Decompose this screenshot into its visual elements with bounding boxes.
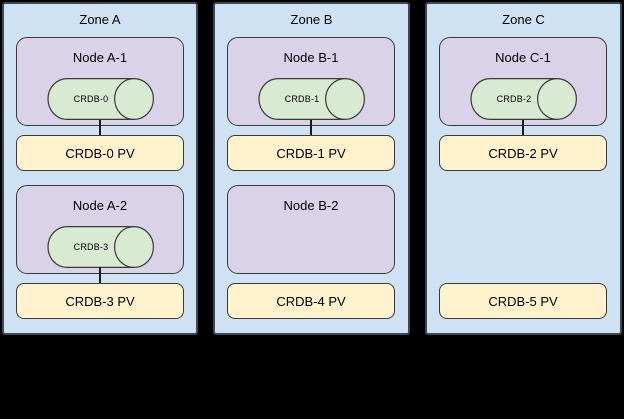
node-a-2-label: Node A-2 bbox=[72, 198, 128, 213]
crdb-3-cylinder: CRDB-3 bbox=[47, 226, 154, 268]
zone-c-title: Zone C bbox=[502, 12, 545, 27]
crdb-1-label: CRDB-1 bbox=[284, 94, 320, 104]
node-a-1: Node A-1 CRDB-0 bbox=[16, 37, 184, 126]
database-cylinder-icon bbox=[258, 78, 365, 120]
crdb-1-pv-box: CRDB-1 PV bbox=[227, 135, 395, 171]
zone-a: Zone A Node A-1 CRDB-0 CRDB-0 PV Node A-… bbox=[2, 2, 198, 335]
crdb-2-cylinder: CRDB-2 bbox=[470, 78, 577, 120]
node-a-1-label: Node A-1 bbox=[72, 50, 128, 65]
crdb-4-pv-label: CRDB-4 PV bbox=[276, 293, 346, 309]
crdb-3-pv-box: CRDB-3 PV bbox=[16, 283, 184, 319]
zone-b: Zone B Node B-1 CRDB-1 CRDB-1 PV Node B-… bbox=[213, 2, 410, 335]
crdb-5-pv-box: CRDB-5 PV bbox=[439, 283, 607, 319]
crdb-5-pv-label: CRDB-5 PV bbox=[488, 293, 558, 309]
connector-line bbox=[522, 120, 524, 135]
crdb-2-pv-label: CRDB-2 PV bbox=[488, 145, 558, 161]
node-c-1: Node C-1 CRDB-2 bbox=[439, 37, 607, 126]
node-b-1: Node B-1 CRDB-1 bbox=[227, 37, 395, 126]
zone-a-title: Zone A bbox=[79, 12, 121, 27]
database-cylinder-icon bbox=[47, 78, 154, 120]
node-b-2-label: Node B-2 bbox=[283, 198, 339, 213]
crdb-4-pv-box: CRDB-4 PV bbox=[227, 283, 395, 319]
connector-line bbox=[99, 267, 101, 283]
crdb-0-pv-label: CRDB-0 PV bbox=[65, 145, 135, 161]
crdb-0-cylinder: CRDB-0 bbox=[47, 78, 154, 120]
zone-b-title: Zone B bbox=[290, 12, 333, 27]
database-cylinder-icon bbox=[470, 78, 577, 120]
connector-line bbox=[310, 120, 312, 135]
node-b-1-label: Node B-1 bbox=[283, 50, 339, 65]
crdb-1-cylinder: CRDB-1 bbox=[258, 78, 365, 120]
zone-c: Zone C Node C-1 CRDB-2 CRDB-2 PV CRDB-5 … bbox=[425, 2, 622, 335]
crdb-1-pv-label: CRDB-1 PV bbox=[276, 145, 346, 161]
crdb-3-pv-label: CRDB-3 PV bbox=[65, 293, 135, 309]
crdb-3-label: CRDB-3 bbox=[73, 242, 109, 252]
node-a-2: Node A-2 CRDB-3 bbox=[16, 185, 184, 274]
crdb-0-pv-box: CRDB-0 PV bbox=[16, 135, 184, 171]
crdb-0-label: CRDB-0 bbox=[73, 94, 109, 104]
node-c-1-label: Node C-1 bbox=[495, 50, 551, 65]
database-cylinder-icon bbox=[47, 226, 154, 268]
crdb-2-label: CRDB-2 bbox=[496, 94, 532, 104]
connector-line bbox=[99, 120, 101, 135]
crdb-2-pv-box: CRDB-2 PV bbox=[439, 135, 607, 171]
node-b-2: Node B-2 bbox=[227, 185, 395, 274]
